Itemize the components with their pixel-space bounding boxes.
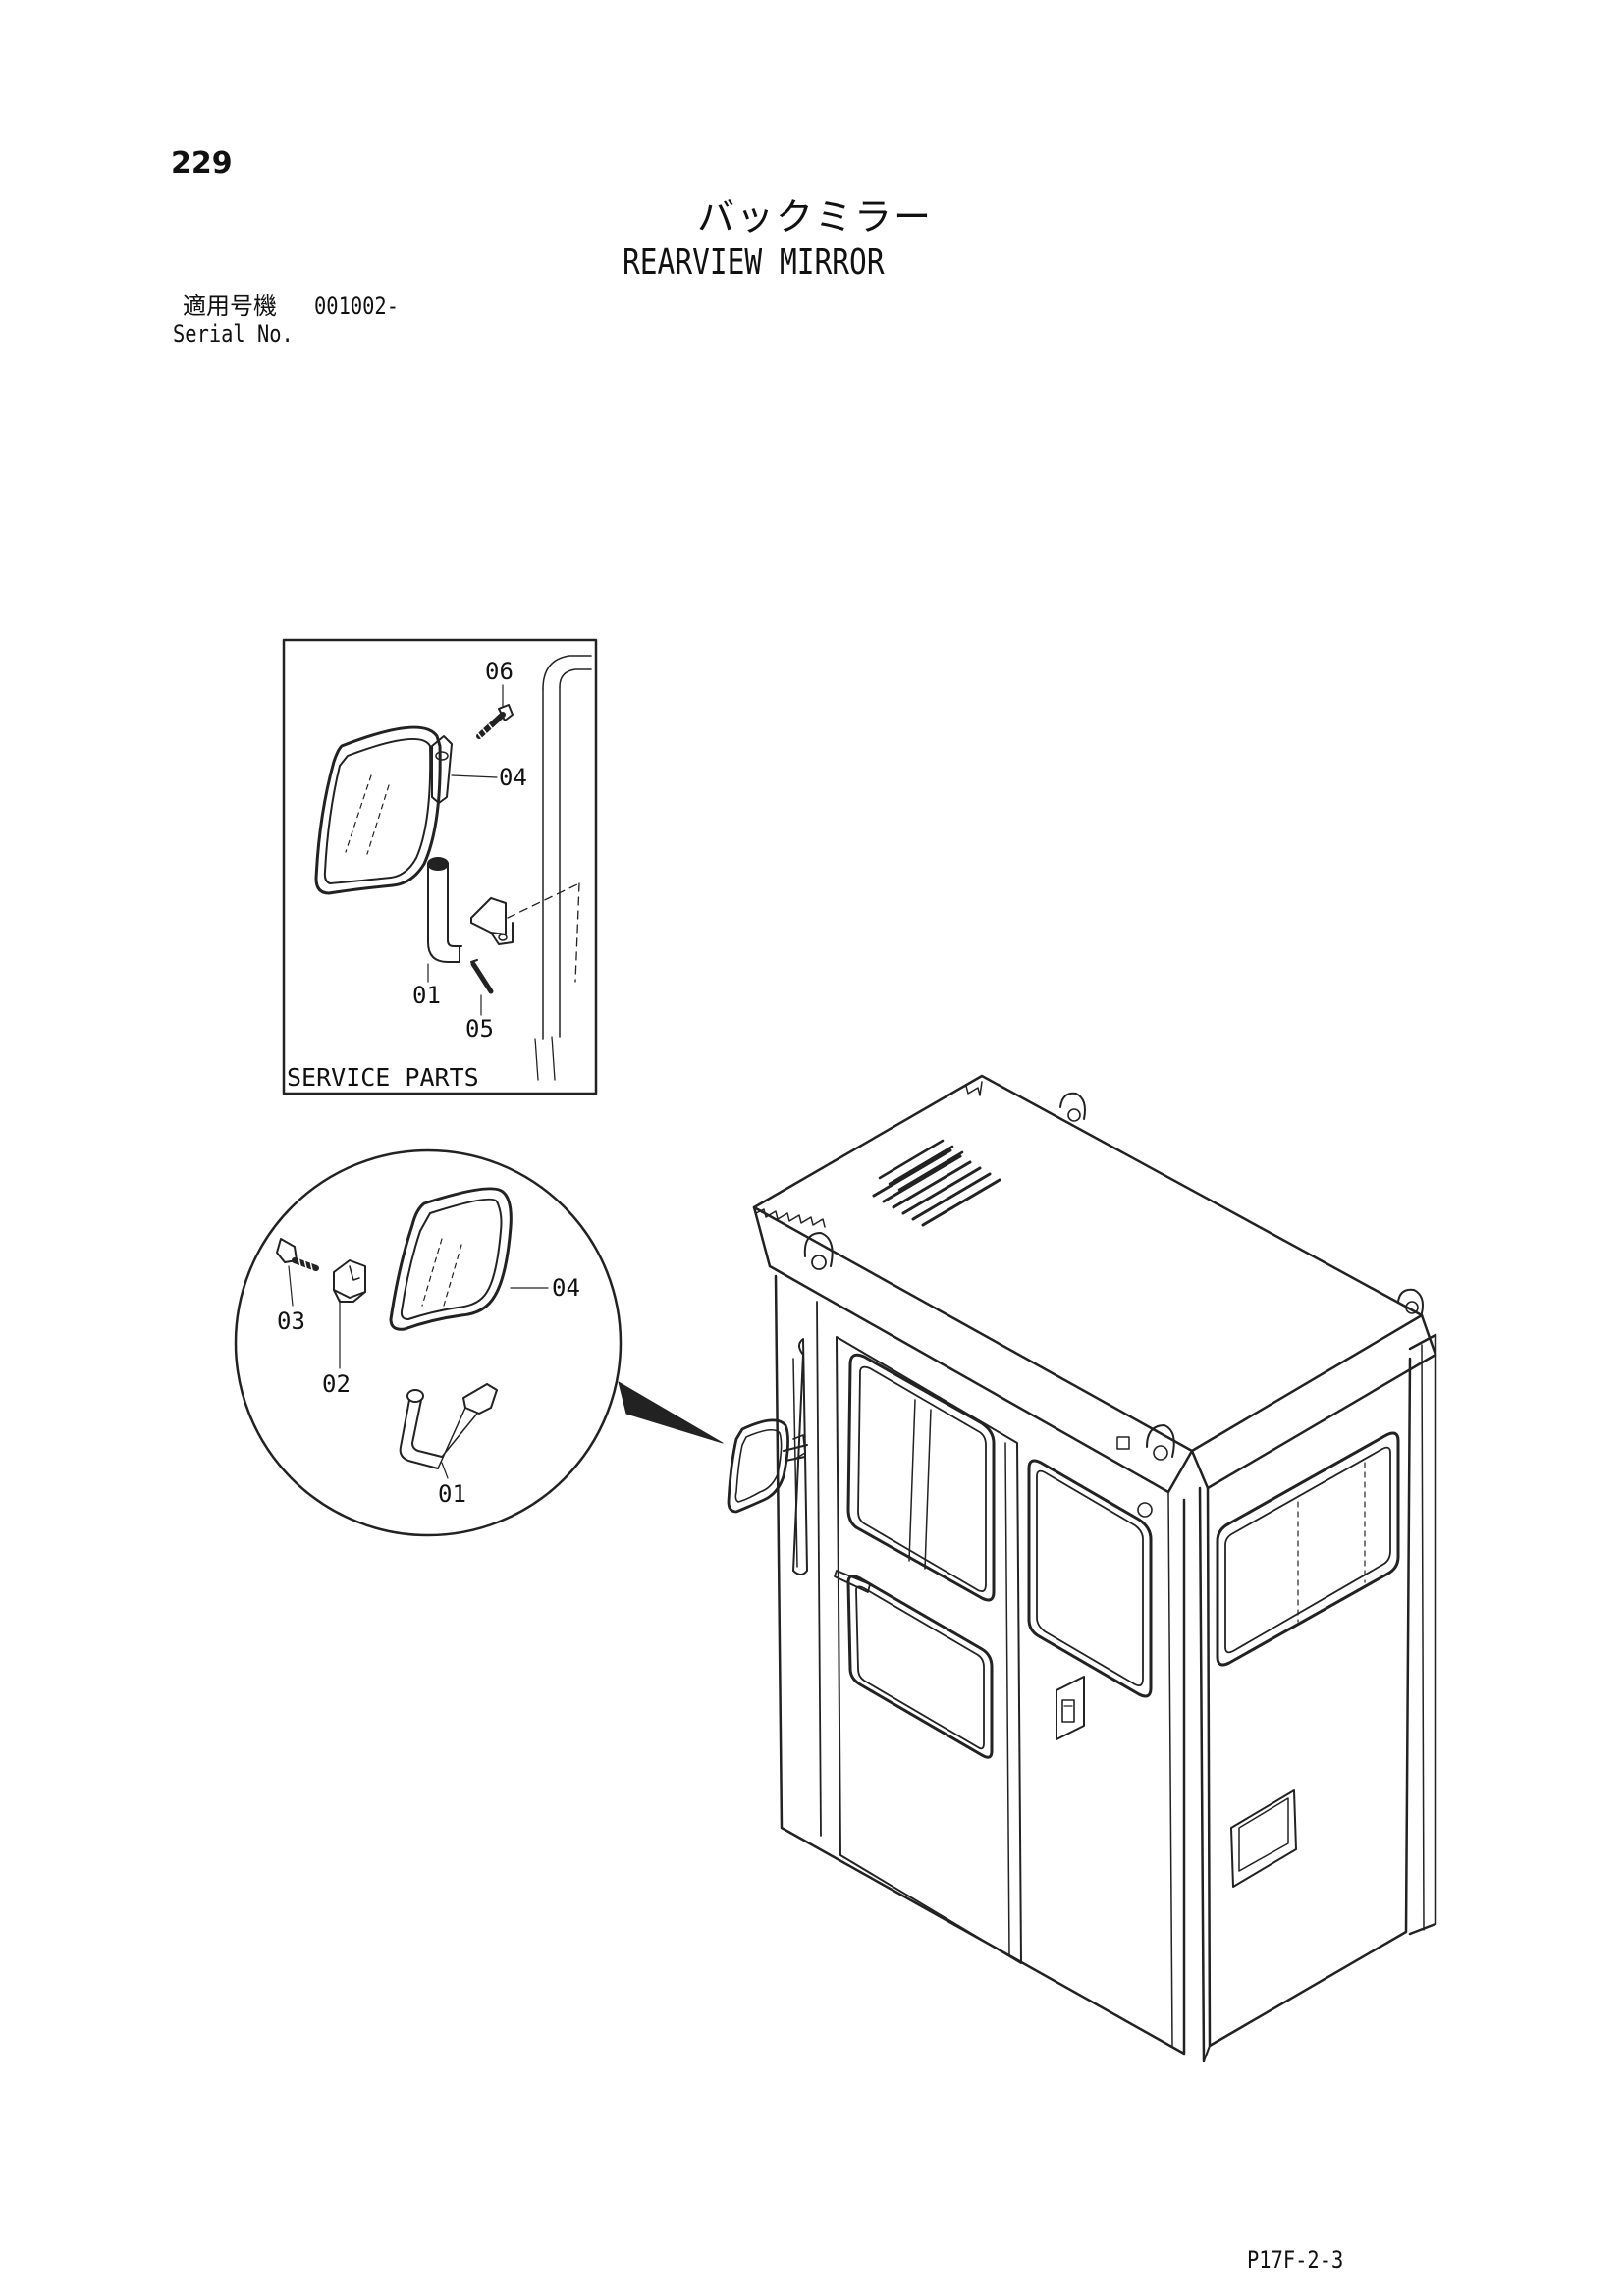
pipe-icon: [427, 857, 462, 983]
callout-04-circle: 04: [552, 1274, 580, 1302]
callout-01-box: 01: [412, 982, 441, 1009]
serial-label-japanese: 適用号機: [183, 293, 277, 320]
service-parts-box: 06 04 01 05 SERVICE PARTS: [282, 638, 598, 1095]
callout-02: 02: [322, 1370, 351, 1398]
bracket-icon: [431, 735, 453, 804]
bolt-icon: [276, 1238, 319, 1271]
page-number: 229: [171, 146, 233, 181]
callout-05: 05: [465, 1015, 494, 1042]
callout-06: 06: [485, 658, 514, 685]
detail-circle: 03 02 04 01: [234, 1148, 724, 1537]
mirror-icon: [389, 1187, 513, 1331]
serial-value: 001002-: [314, 293, 399, 320]
mirror-icon: [314, 725, 442, 895]
pin-icon: [470, 959, 494, 994]
serial-label-english: Serial No.: [173, 320, 294, 347]
mirror-icon: [727, 1418, 808, 1514]
footer-code: P17F-2-3: [1247, 2246, 1344, 2273]
bolt-icon: [476, 704, 514, 741]
title-japanese: バックミラー: [697, 195, 934, 239]
callout-01-circle: 01: [438, 1480, 466, 1508]
callout-04-box: 04: [499, 764, 527, 791]
pipe-icon: [399, 1383, 498, 1469]
service-parts-label: SERVICE PARTS: [287, 1063, 479, 1092]
title-english: REARVIEW MIRROR: [623, 242, 885, 283]
callout-03: 03: [277, 1308, 305, 1335]
clamp-icon: [470, 897, 514, 945]
cab-icon: [727, 1074, 1437, 2063]
bracket-icon: [333, 1259, 366, 1303]
